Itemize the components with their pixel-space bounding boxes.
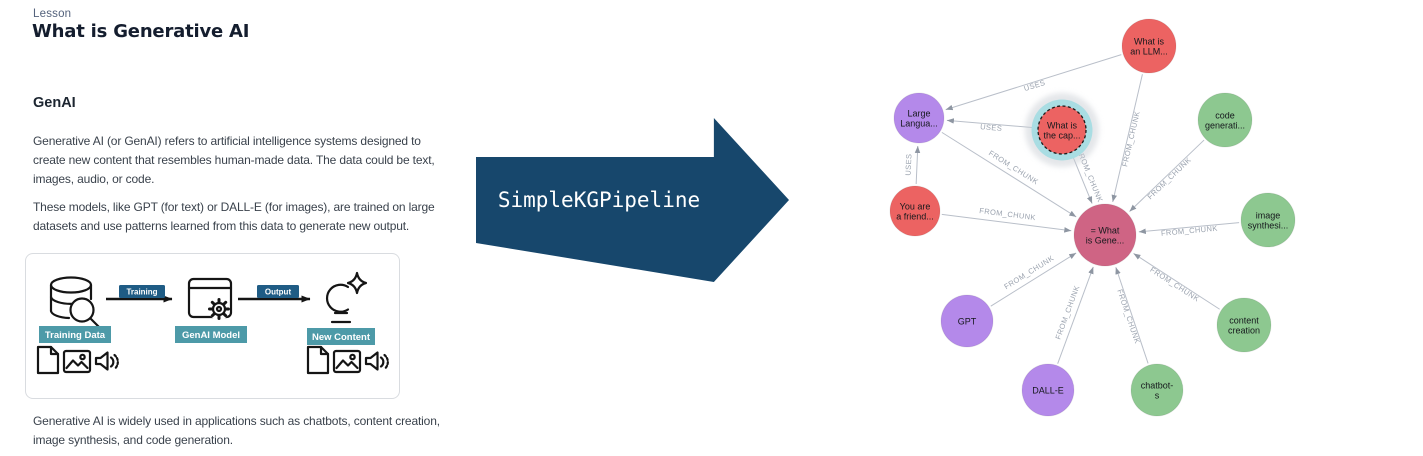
graph-node-gpt[interactable]: GPT (940, 294, 994, 348)
node-circle (1121, 18, 1177, 74)
genai-diagram-card: Training (25, 253, 400, 399)
graph-edge (1138, 222, 1240, 234)
svg-text:Training Data: Training Data (45, 330, 106, 341)
lightbulb-sparkle-icon (325, 271, 368, 324)
output-arrow-badge: Output (257, 285, 299, 298)
graph-edge (946, 118, 1037, 129)
svg-text:New Content: New Content (312, 332, 371, 343)
training-arrow-badge: Training (119, 285, 165, 298)
audio-icon (364, 351, 389, 371)
graph-node-chatbots[interactable]: chatbot-s (1130, 363, 1184, 417)
edge-label: USES (904, 153, 914, 175)
paragraph-line: These models, like GPT (for text) or DAL… (33, 200, 435, 214)
graph-edge (941, 213, 1072, 233)
paragraph-line: datasets and use patterns learned from t… (33, 219, 410, 233)
database-search-icon (49, 276, 101, 329)
paragraph-line: images, audio, or code. (33, 172, 155, 186)
graph-edge (914, 145, 921, 185)
lesson-paragraph-1: Generative AI (or GenAI) refers to artif… (33, 132, 435, 189)
page-title: What is Generative AI (32, 21, 250, 42)
node-circle (1197, 92, 1253, 148)
graph-node-dall-e[interactable]: DALL-E (1021, 363, 1075, 417)
lesson-eyebrow: Lesson (33, 8, 72, 20)
lesson-paragraph-2: These models, like GPT (for text) or DAL… (33, 198, 435, 236)
sparkle-icon (346, 271, 368, 295)
stage-badge-training-data: Training Data (39, 326, 111, 343)
graph-edge (1133, 253, 1220, 310)
data-type-icons-left (36, 345, 119, 375)
image-icon (62, 349, 92, 374)
edge-label: FROM_CHUNK (1120, 110, 1142, 167)
graph-edge (1115, 267, 1149, 364)
document-icon (36, 345, 60, 375)
window-gear-icon (187, 277, 233, 320)
image-icon (332, 349, 362, 374)
edge-label: FROM_CHUNK (987, 148, 1040, 186)
node-circle (1216, 297, 1272, 353)
node-circle (1130, 363, 1184, 417)
gear-icon (208, 298, 230, 320)
edge-label: FROM_CHUNK (1161, 224, 1219, 238)
graph-edge (1057, 266, 1094, 364)
node-circle (893, 92, 945, 144)
edge-label: FROM_CHUNK (1146, 155, 1193, 201)
simplekg-pipeline-arrow: SimpleKGPipeline (476, 118, 789, 282)
graph-edge (1129, 139, 1205, 212)
data-type-icons-right (306, 345, 389, 375)
edge-label: FROM_CHUNK (1053, 284, 1081, 341)
node-label: chatbot-s (1141, 381, 1174, 401)
graph-edge (945, 54, 1122, 111)
edge-label: USES (1023, 78, 1047, 93)
paragraph-line: Generative AI (or GenAI) refers to artif… (33, 134, 421, 148)
svg-text:GenAI Model: GenAI Model (182, 330, 240, 341)
graph-edge (941, 131, 1077, 218)
node-circle (1021, 363, 1075, 417)
pipeline-arrow-label: SimpleKGPipeline (497, 188, 701, 212)
section-heading: GenAI (33, 95, 76, 111)
svg-text:Training: Training (126, 288, 157, 297)
paragraph-line: Generative AI is widely used in applicat… (33, 414, 440, 428)
paragraph-line: image synthesis, and code generation. (33, 433, 233, 447)
node-label: DALL-E (1032, 386, 1064, 396)
edge-label: FROM_CHUNK (1002, 254, 1055, 292)
node-circle (889, 185, 941, 237)
paragraph-line: create new content that resembles human-… (33, 153, 435, 167)
stage-badge-genai-model: GenAI Model (175, 326, 247, 343)
node-label: GPT (958, 317, 977, 327)
graph-edge (1111, 74, 1143, 202)
genai-diagram: Training (36, 271, 389, 375)
edge-label: USES (980, 122, 1003, 133)
node-circle (1037, 105, 1087, 155)
graph-edge (990, 252, 1077, 307)
document-icon (306, 345, 330, 375)
lesson-paragraph-3: Generative AI is widely used in applicat… (33, 412, 440, 450)
node-circle (940, 294, 994, 348)
node-circle (1240, 192, 1296, 248)
node-circle (1073, 203, 1137, 267)
svg-text:Output: Output (265, 288, 292, 297)
audio-icon (94, 351, 119, 371)
edge-label: FROM_CHUNK (1115, 288, 1142, 345)
stage-badge-new-content: New Content (307, 328, 375, 345)
edge-label: FROM_CHUNK (1148, 265, 1201, 303)
